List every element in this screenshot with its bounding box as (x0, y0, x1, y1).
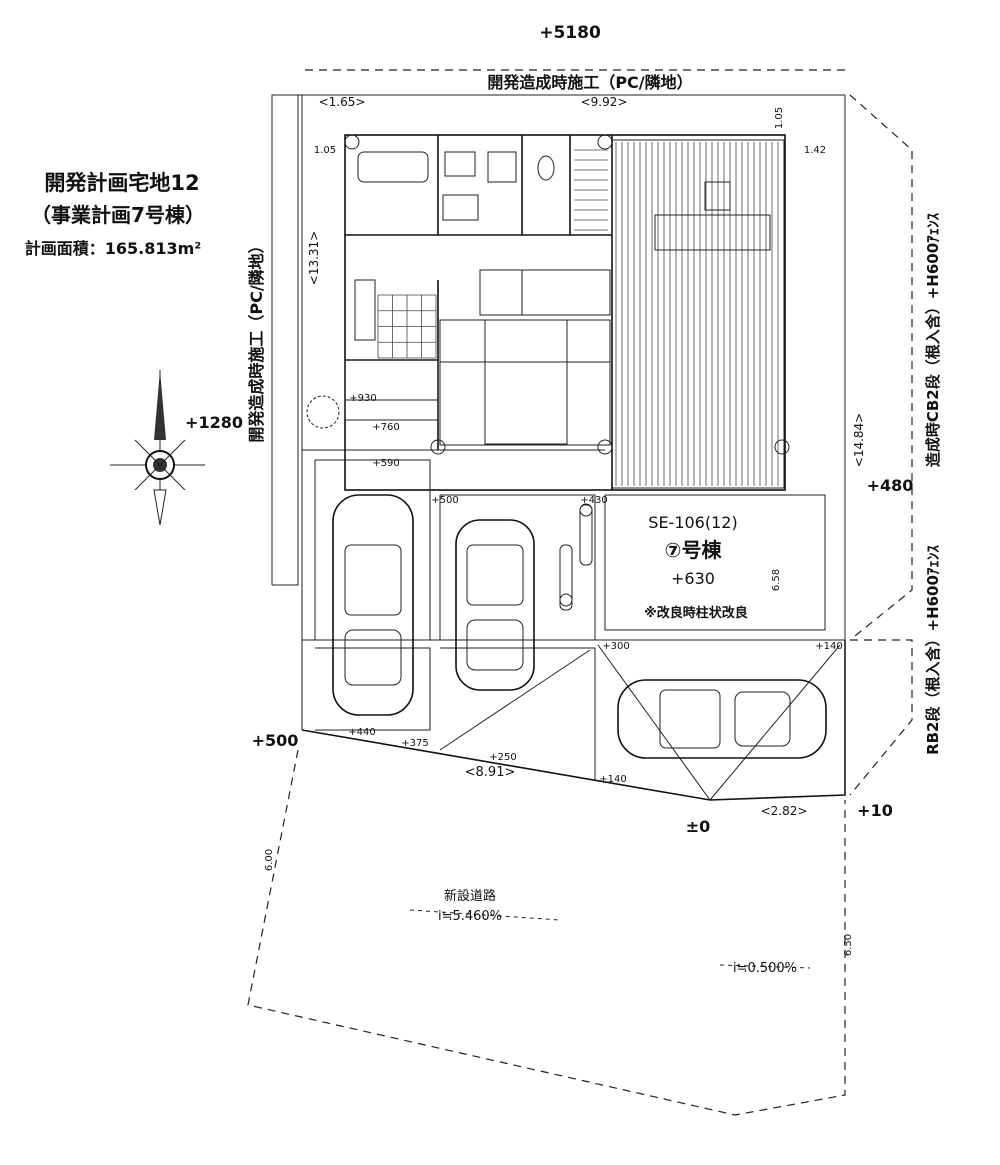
lot-title: 開発計画宅地12 (44, 171, 199, 195)
elevation-760: +760 (372, 422, 399, 433)
elevation-430: +430 (580, 495, 607, 506)
elevation-zero: ±0 (686, 817, 711, 836)
house-elevation: +630 (671, 569, 715, 588)
car-2 (455, 519, 535, 691)
dim-658: 6.58 (771, 569, 782, 591)
elevation-440: +440 (348, 727, 375, 738)
building-footprint (306, 134, 790, 491)
elevation-500: +500 (431, 495, 458, 506)
top-boundary-note: 開発造成時施工（PC/隣地） (487, 73, 692, 92)
car-1 (332, 494, 414, 716)
area-label: 計画面積：165.813m² (25, 239, 202, 258)
dim-1484: <14.84> (852, 413, 866, 467)
elevation-right: +480 (867, 476, 914, 495)
dim-650: 6.50 (843, 934, 854, 956)
dim-105b: 1.05 (314, 145, 336, 156)
new-road-slope: i≒5.460% (438, 909, 502, 924)
dim-282: <2.82> (761, 804, 808, 818)
compass-icon (110, 370, 205, 526)
tile-grid (377, 294, 437, 359)
car-3 (617, 679, 827, 759)
elevation-930: +930 (349, 393, 376, 404)
ground-note: ※改良時柱状改良 (644, 605, 748, 621)
elevation-bottom-right: +10 (857, 801, 893, 820)
elevation-140b: +140 (815, 641, 842, 652)
dim-1331: <13.31> (307, 231, 321, 285)
dim-165: <1.65> (319, 95, 366, 109)
stairs (574, 149, 608, 231)
elevation-300: +300 (602, 641, 629, 652)
parking-area (314, 459, 841, 801)
dim-105a: 1.05 (774, 107, 785, 129)
elevation-140a: +140 (599, 774, 626, 785)
elevation-left: +1280 (185, 413, 243, 432)
new-road-label: 新設道路 (444, 888, 496, 904)
project-line: （事業計画7号棟） (31, 203, 205, 227)
left-boundary-note: 開発造成時施工（PC/隣地） (247, 237, 266, 442)
road-slope-2: i≒0.500% (733, 961, 797, 976)
right-boundary-note-lower: RB2段（根入含）+H600ｱｪﾝｽ (924, 545, 942, 755)
elevation-bottom-left: +500 (252, 731, 299, 750)
site-boundary (271, 69, 913, 801)
top-elevation: +5180 (539, 23, 601, 43)
house-number: ⑦号棟 (665, 538, 723, 562)
dim-142: 1.42 (804, 145, 826, 156)
dim-992: <9.92> (581, 95, 628, 109)
road-area (247, 749, 846, 1116)
bicycles (559, 503, 593, 611)
floor-hatching (615, 142, 779, 486)
elevation-590: +590 (372, 458, 399, 469)
house-model: SE-106(12) (648, 513, 737, 532)
elevation-250: +250 (489, 752, 516, 763)
right-boundary-note-upper: 造成時CB2段（根入含）+H600ｱｪﾝｽ (924, 212, 942, 467)
dim-600: 6.00 (264, 849, 275, 871)
elevation-375: +375 (401, 738, 428, 749)
dim-891: <8.91> (465, 765, 516, 780)
